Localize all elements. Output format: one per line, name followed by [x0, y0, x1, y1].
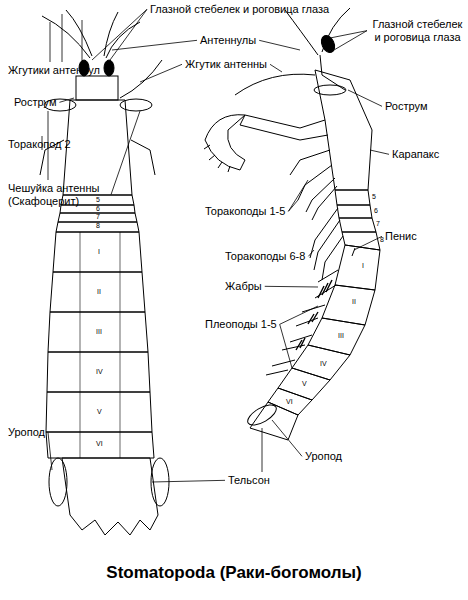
segment-number: V: [97, 408, 102, 416]
segment-number: V: [302, 380, 307, 388]
leader-line: [110, 9, 147, 60]
leader-line: [334, 31, 367, 50]
caption: Stomatopoda (Раки-богомолы): [0, 563, 468, 583]
leader-line: [140, 64, 182, 82]
leader-line: [48, 432, 52, 470]
part-label: Антеннулы: [200, 34, 256, 47]
part-label: Уропод: [8, 426, 45, 439]
segment-number: III: [338, 332, 344, 340]
segment-number: 8: [96, 222, 100, 230]
leader-line: [280, 306, 318, 324]
leader-line: [152, 480, 225, 482]
part-label: Рострум: [385, 100, 427, 113]
leader-line: [288, 180, 308, 211]
part-label: Тельсон: [228, 474, 270, 487]
part-label: Карапакс: [392, 148, 439, 161]
segment-number: III: [96, 328, 102, 336]
segment-number: II: [97, 288, 101, 296]
leader-line: [348, 90, 382, 106]
part-label: Жабры: [225, 280, 262, 293]
segment-number: 8: [380, 236, 384, 244]
part-label: Жгутики антеннул: [8, 64, 100, 77]
segment-number: 7: [96, 213, 100, 221]
part-label: Рострум: [14, 96, 56, 109]
segment-number: IV: [96, 368, 103, 376]
leader-line: [354, 236, 382, 250]
leader-line: [262, 428, 263, 472]
segment-number: 7: [376, 220, 380, 228]
leader-line: [92, 9, 147, 60]
part-label: Чешуйка антенны (Скафоцерит): [8, 182, 108, 207]
part-label: Глазной стебелек и роговица глаза: [370, 18, 465, 43]
segment-number: 6: [96, 205, 100, 213]
leader-line: [259, 40, 300, 50]
part-label: Торакоподы 6-8: [225, 250, 305, 263]
segment-number: VI: [96, 440, 103, 448]
part-label: Жгутик антенны: [185, 58, 267, 71]
leader-line: [62, 14, 63, 62]
segment-number: 5: [96, 196, 100, 204]
leader-line: [270, 64, 282, 72]
leader-line: [370, 150, 389, 154]
leader-line: [59, 98, 74, 102]
part-label: Уропод: [305, 450, 342, 463]
segment-number: II: [352, 298, 356, 306]
part-label: Торакопод 2: [8, 138, 71, 151]
leader-line: [111, 111, 140, 195]
part-label: Плеоподы 1-5: [205, 318, 277, 331]
leader-line: [280, 324, 292, 368]
segment-number: I: [98, 248, 100, 256]
part-label: Пенис: [385, 230, 417, 243]
leader-line: [308, 250, 314, 256]
leader-line: [265, 286, 318, 288]
leader-line: [82, 20, 83, 62]
segment-number: 5: [372, 193, 376, 201]
segment-number: IV: [320, 360, 327, 368]
segment-number: I: [362, 262, 364, 270]
segment-number: 6: [374, 207, 378, 215]
leader-line: [112, 40, 197, 50]
leader-line: [272, 420, 302, 456]
segment-number: VI: [286, 398, 293, 406]
part-label: Торакоподы 1-5: [205, 205, 285, 218]
part-label: Глазной стебелек и роговица глаза: [150, 3, 329, 16]
leader-line: [50, 22, 51, 62]
